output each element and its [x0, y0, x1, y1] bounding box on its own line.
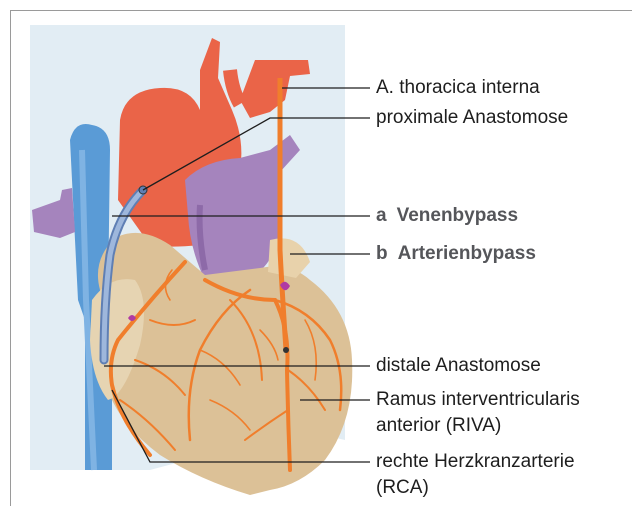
label-arterienbypass: b Arterienbypass: [376, 242, 536, 266]
label-letter-b: b: [376, 243, 388, 264]
distal-anastomosis-marker: [283, 347, 289, 353]
label-proximale-anastomose: proximale Anastomose: [376, 106, 568, 130]
label-venenbypass: a Venenbypass: [376, 204, 518, 228]
label-thoracica-interna: A. thoracica interna: [376, 76, 540, 100]
label-venenbypass-text: Venenbypass: [397, 205, 518, 226]
label-distale-anastomose: distale Anastomose: [376, 354, 541, 378]
label-arterienbypass-text: Arterienbypass: [398, 243, 536, 264]
label-rca-line2: (RCA): [376, 476, 429, 500]
label-letter-a: a: [376, 205, 387, 226]
label-riva-line1: Ramus interventricularis: [376, 388, 580, 412]
label-rca-line1: rechte Herzkranzarterie: [376, 450, 575, 474]
label-riva-line2: anterior (RIVA): [376, 414, 501, 438]
